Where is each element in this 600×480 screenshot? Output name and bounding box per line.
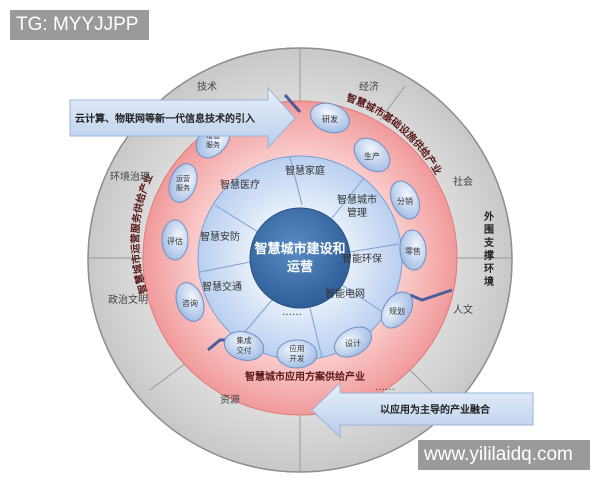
segment-smart-home: 智慧家庭 (285, 164, 325, 177)
oval-rd: 研发 (310, 102, 350, 134)
svg-text:云计算、物联网等新一代信息技术的引入: 云计算、物联网等新一代信息技术的引入 (75, 112, 255, 125)
outer-more: …… (375, 382, 395, 393)
oval-planning: 规划 (380, 291, 414, 329)
svg-text:评估: 评估 (167, 236, 183, 246)
oval-evaluation: 评估 (161, 219, 189, 261)
outer-technology: 技术 (197, 80, 217, 93)
svg-text:围: 围 (484, 224, 494, 236)
svg-text:交付: 交付 (237, 345, 252, 355)
svg-text:运营: 运营 (176, 174, 190, 183)
svg-text:零售: 零售 (405, 246, 421, 256)
arrow-industry-fusion: 以应用为主导的产业融合 (311, 381, 534, 439)
segment-more: …… (282, 307, 302, 318)
outer-resources: 资源 (220, 393, 240, 406)
separator-top (283, 94, 302, 113)
center-label-line1: 智慧城市建设和 (254, 241, 345, 257)
outer-humanities: 人文 (453, 303, 473, 316)
svg-text:服务: 服务 (206, 140, 220, 149)
oval-retail: 零售 (399, 229, 427, 271)
segment-city-management: 智慧城市 (337, 193, 377, 206)
watermark-top: TG: MYYJJPP (10, 10, 149, 40)
svg-text:生产: 生产 (364, 151, 380, 161)
center-core (249, 207, 351, 309)
svg-text:分销: 分销 (397, 196, 413, 206)
svg-text:撑: 撑 (484, 249, 494, 262)
center-label-line2: 运营 (287, 259, 313, 275)
segment-smart-medical: 智慧医疗 (220, 178, 260, 191)
arc-application-industry: 智慧城市应用方案供给产业 (245, 370, 365, 383)
segment-smart-grid: 智能电网 (325, 287, 365, 300)
oval-distribution: 分销 (389, 180, 421, 220)
segment-smart-security: 智慧安防 (200, 230, 240, 243)
segment-env-protection: 智能环保 (342, 252, 382, 265)
separator-right (409, 288, 453, 302)
svg-text:咨询: 咨询 (182, 298, 198, 308)
segment-smart-transport: 智慧交通 (202, 280, 242, 293)
svg-text:规划: 规划 (389, 306, 405, 316)
outer-political-civilization: 政治文明 (108, 293, 148, 306)
watermark-bottom: www.yililaidq.com (418, 440, 590, 470)
svg-text:环: 环 (484, 263, 494, 275)
svg-text:境: 境 (484, 275, 494, 288)
oval-consulting: 咨询 (175, 282, 205, 322)
oval-design: 设计 (334, 326, 372, 358)
svg-text:研发: 研发 (322, 114, 338, 124)
oval-app-development: 应用 开发 (276, 339, 318, 369)
outer-environmental-governance: 环境治理 (110, 170, 150, 183)
oval-integration-delivery: 集成 交付 (223, 331, 265, 361)
svg-text:支: 支 (483, 236, 495, 249)
svg-text:设计: 设计 (345, 338, 361, 348)
svg-text:开发: 开发 (290, 353, 305, 363)
svg-text:以应用为主导的产业融合: 以应用为主导的产业融合 (380, 403, 491, 416)
outer-economy: 经济 (359, 80, 379, 93)
segment-city-management-2: 管理 (347, 206, 367, 219)
svg-text:应用: 应用 (290, 343, 305, 353)
oval-production: 生产 (353, 137, 391, 173)
outer-support-environment-label: 外 围 支 撑 环 境 (483, 210, 495, 288)
svg-text:集成: 集成 (237, 335, 252, 345)
svg-text:服务: 服务 (176, 183, 190, 192)
oval-operation-service: 运营 服务 (168, 163, 198, 203)
arrow-new-tech: 云计算、物联网等新一代信息技术的引入 (69, 86, 296, 150)
outer-society: 社会 (453, 175, 473, 188)
svg-text:外: 外 (483, 210, 494, 223)
